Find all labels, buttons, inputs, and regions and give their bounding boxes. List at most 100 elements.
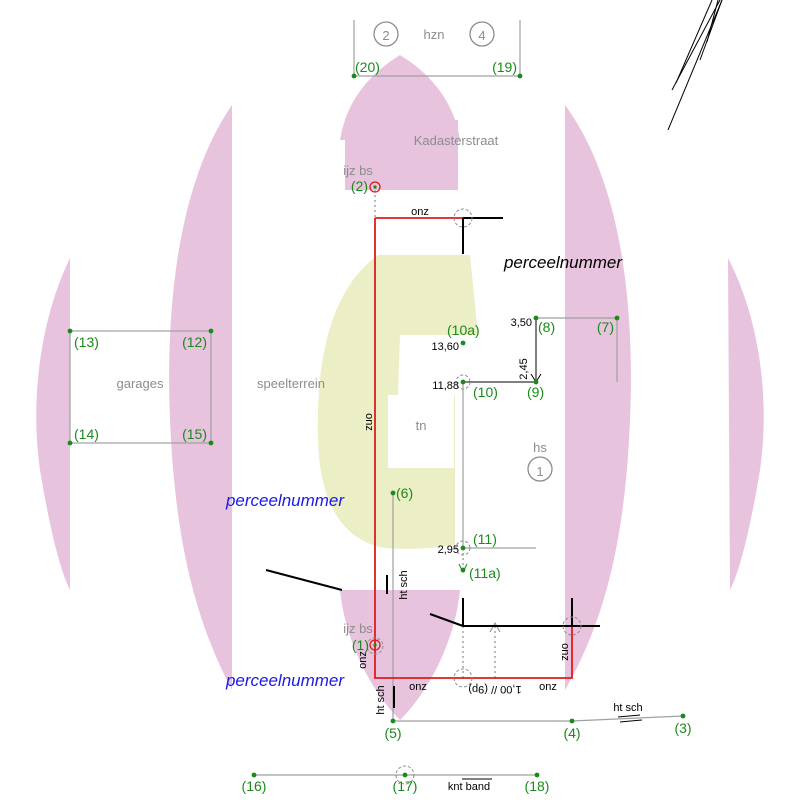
point-label-12: (12): [182, 334, 207, 350]
hedge-symbols: [617, 714, 643, 723]
small-black-labels: onz onz onz onz onz onz ht sch ht sch ht…: [357, 206, 643, 793]
house-number-4: 4: [478, 28, 485, 43]
point-label-2: (2): [351, 178, 368, 194]
measure-2-95: 2,95: [438, 544, 459, 556]
measure-3-50: 3,50: [511, 317, 532, 329]
point-label-19: (19): [492, 59, 517, 75]
point-label-10a: (10a): [447, 322, 480, 338]
point-dot-16: [251, 772, 257, 778]
parcel-number-top: perceelnummer: [503, 253, 623, 272]
point-label-16: (16): [242, 778, 267, 794]
point-dot-6: [390, 490, 396, 496]
point-label-20: (20): [355, 59, 380, 75]
point-dot-17: [402, 772, 408, 778]
point-dot-10a: [460, 340, 466, 346]
house-number-circle-4: [469, 21, 495, 47]
reference-lines: [69, 20, 684, 776]
point-dot-12: [208, 328, 214, 334]
ht-sch-label-2: ht sch: [375, 685, 387, 714]
point-dot-9: [533, 379, 539, 385]
point-label-4: (4): [563, 725, 580, 741]
watermark-left-lobe: [36, 258, 70, 590]
point-dot-20: [351, 73, 357, 79]
point-label-13: (13): [74, 334, 99, 350]
watermark-center-bottom: [340, 590, 460, 720]
ijz-bs-label-bottom: ijz bs: [343, 621, 373, 636]
speelterrein-label: speelterrein: [257, 376, 325, 391]
watermark-right-lobe: [728, 258, 764, 590]
watermark-left-inner: [169, 105, 232, 690]
point-label-17: (17): [393, 778, 418, 794]
measure-2-45: 2,45: [518, 358, 530, 379]
ht-sch-label-1: ht sch: [398, 570, 410, 599]
house-number-1: 1: [536, 464, 543, 479]
house-number-circle-2: [373, 21, 399, 47]
hs-label: hs: [533, 440, 547, 455]
hzn-building-outline: [353, 20, 521, 77]
parcel-labels: perceelnummer perceelnummer perceelnumme…: [225, 253, 623, 690]
point-number-labels: (20) (19) (2) (13) (12) (14) (15) (10a) …: [74, 59, 692, 794]
garages-label: garages: [117, 376, 164, 391]
point-dot-19: [517, 73, 523, 79]
house-number-circle-1: [527, 456, 553, 482]
iron-marker-icon-top: [369, 181, 381, 193]
watermark-center-band: [345, 120, 458, 190]
point-label-8: (8): [538, 319, 555, 335]
watermark-yellow-notch: [388, 395, 454, 468]
mirrored-measure-label: 1,00 // (9p): [468, 683, 521, 695]
point-label-15: (15): [182, 426, 207, 442]
point-dot-11: [460, 545, 466, 551]
point-dot-8: [533, 315, 539, 321]
onz-label-right: onz: [559, 643, 571, 661]
point-label-5: (5): [384, 725, 401, 741]
dashed-guides: [374, 190, 496, 678]
point-dot-15: [208, 440, 214, 446]
point-dot-3: [680, 713, 686, 719]
parcel-number-bottom: perceelnummer: [225, 671, 345, 690]
garages-outline: [69, 330, 212, 444]
point-label-3: (3): [674, 720, 691, 736]
ht-sch-label-3: ht sch: [613, 702, 642, 714]
iron-marker-icon-bottom: [369, 639, 381, 651]
point-label-7: (7): [597, 319, 614, 335]
watermark-right-inner: [565, 105, 631, 690]
parcel-boundary: [374, 217, 573, 679]
measure-11-88: 11,88: [432, 380, 459, 392]
point-label-9: (9): [527, 384, 544, 400]
house-number-2: 2: [382, 28, 389, 43]
point-label-10: (10): [473, 384, 498, 400]
hzn-label: hzn: [424, 27, 445, 42]
onz-label-bottom-left: onz: [357, 651, 369, 669]
point-label-18: (18): [525, 778, 550, 794]
point-label-11a: (11a): [469, 565, 501, 581]
point-label-11: (11): [473, 531, 497, 547]
measurement-labels: 3,50 2,45 13,60 11,88 2,95: [431, 317, 532, 556]
point-dot-4: [569, 718, 575, 724]
point-dot-14: [67, 440, 73, 446]
grey-labels: 2 hzn 4 Kadasterstraat ijz bs garages sp…: [117, 27, 548, 636]
point-dot-13: [67, 328, 73, 334]
point-dot-10: [460, 379, 466, 385]
dashed-circle-markers: [366, 208, 582, 785]
point-dot-5: [390, 718, 396, 724]
black-walls: [265, 217, 600, 708]
knt-band-label: knt band: [448, 781, 490, 793]
survey-points: [67, 73, 686, 778]
onz-label-left: onz: [363, 413, 375, 431]
north-arrow-icon: [667, 0, 723, 131]
measure-13-60: 13,60: [431, 341, 459, 353]
arrow-up-measure: [489, 621, 501, 633]
watermark: [36, 55, 764, 720]
line-4-3: [571, 715, 684, 722]
parcel-number-mid: perceelnummer: [225, 491, 345, 510]
street-name: Kadasterstraat: [414, 133, 499, 148]
ijz-bs-label-top: ijz bs: [343, 163, 373, 178]
onz-label-top: onz: [411, 206, 429, 218]
point-label-6: (6): [396, 485, 413, 501]
arrow-to-11a: [458, 563, 468, 574]
point-dot-7: [614, 315, 620, 321]
tn-label: tn: [416, 418, 427, 433]
point-label-14: (14): [74, 426, 99, 442]
onz-label-bottom-right: onz: [539, 681, 557, 693]
